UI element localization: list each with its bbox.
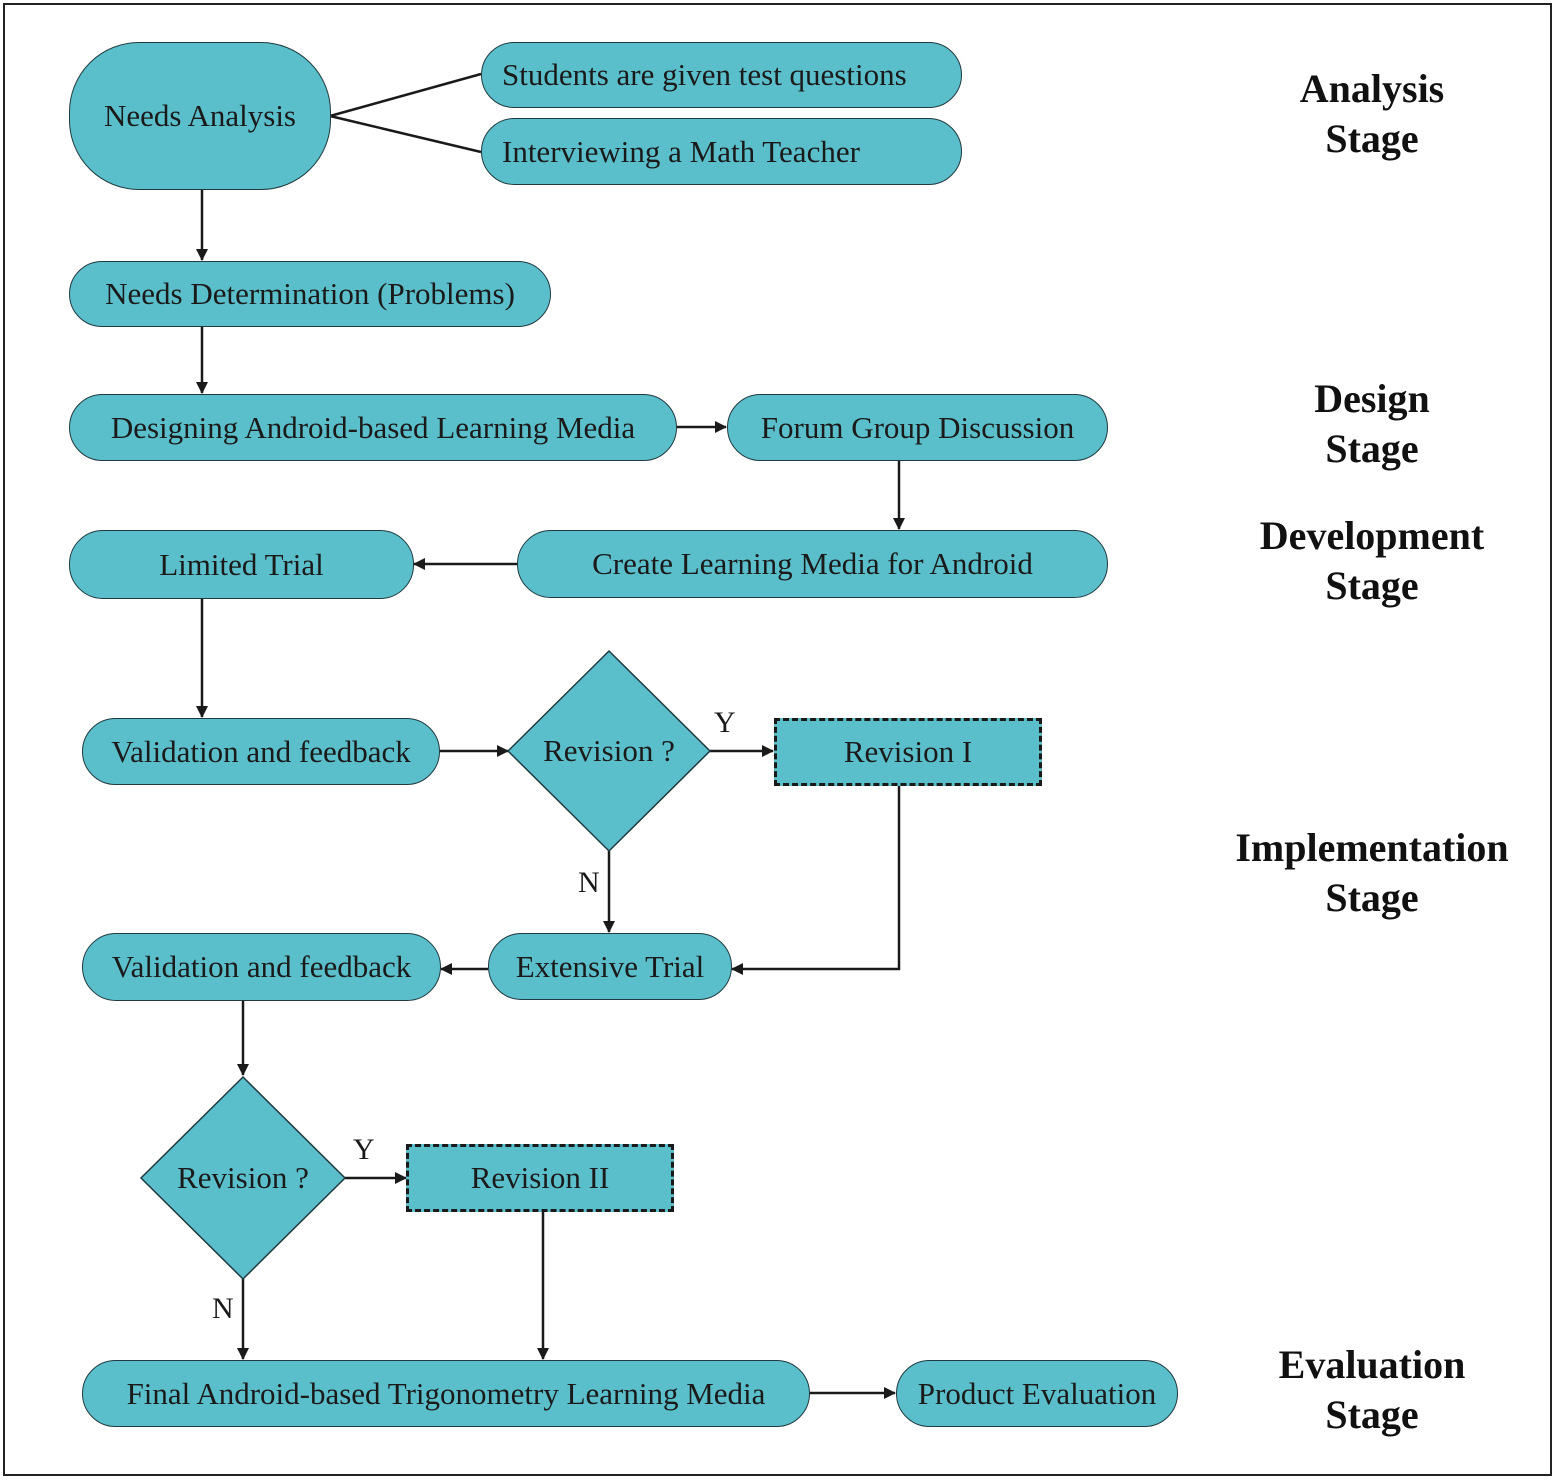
validation-feedback-node-2: Validation and feedback: [82, 933, 441, 1001]
final-media-node: Final Android-based Trigonometry Learnin…: [82, 1360, 810, 1427]
needs-analysis-node: Needs Analysis: [69, 42, 331, 190]
no-label-1: N: [578, 866, 600, 899]
students-test-node: Students are given test questions: [481, 42, 962, 108]
revision-question-label-2: Revision ?: [177, 1160, 309, 1195]
extensive-trial-node: Extensive Trial: [488, 933, 732, 1000]
revision-decision-diamond-1: [506, 649, 712, 853]
revision-question-label-1: Revision ?: [543, 733, 675, 768]
outer-frame: [3, 3, 1552, 1476]
revision-decision-diamond-2: [139, 1075, 347, 1281]
revision-2-node: Revision II: [406, 1144, 674, 1212]
product-evaluation-node: Product Evaluation: [896, 1360, 1178, 1427]
revision-1-node: Revision I: [774, 718, 1042, 786]
limited-trial-node: Limited Trial: [69, 530, 414, 599]
edge-revision1-to-extensive: [731, 786, 901, 975]
create-media-node: Create Learning Media for Android: [517, 530, 1108, 598]
yes-label-2: Y: [353, 1133, 375, 1166]
validation-feedback-node-1: Validation and feedback: [82, 718, 440, 785]
edge-needs-to-students: [329, 72, 482, 118]
designing-media-node: Designing Android-based Learning Media: [69, 394, 677, 461]
interview-teacher-node: Interviewing a Math Teacher: [481, 118, 962, 185]
yes-label-1: Y: [714, 706, 736, 739]
no-label-2: N: [212, 1292, 234, 1325]
forum-discussion-node: Forum Group Discussion: [727, 394, 1108, 461]
edge-needs-to-interview: [329, 114, 482, 154]
needs-determination-node: Needs Determination (Problems): [69, 261, 551, 327]
